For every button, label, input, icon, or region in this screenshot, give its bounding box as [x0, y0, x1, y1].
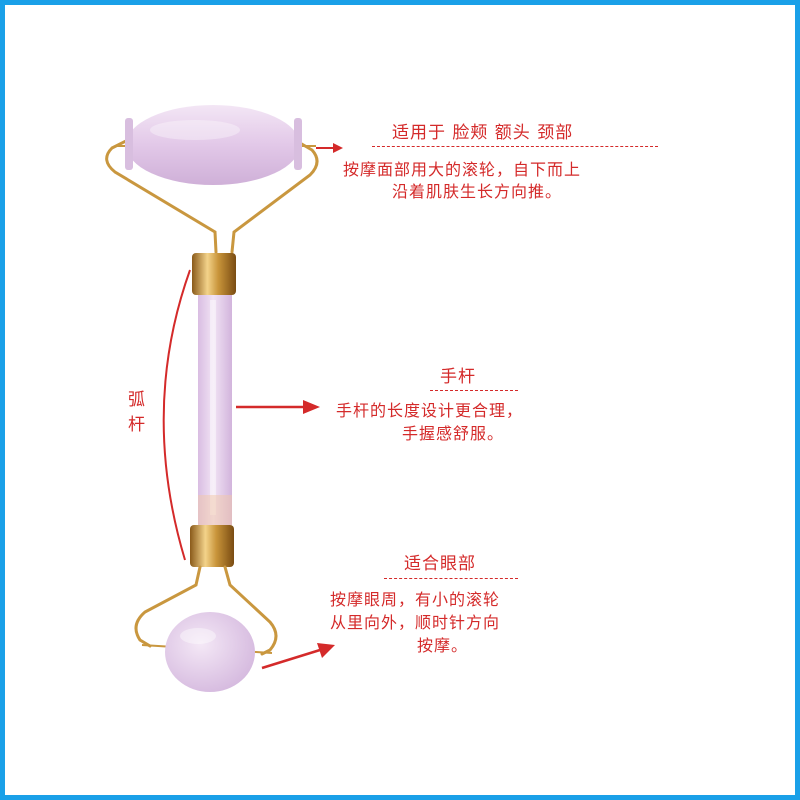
arrow-middle: [236, 400, 320, 414]
large-roller-cap-left: [125, 118, 133, 170]
arrow-bottom: [261, 643, 335, 670]
top-wire-frame: [105, 138, 319, 254]
bottom-line-3: 按摩。: [417, 636, 469, 655]
large-roller-cap-right: [294, 118, 302, 170]
handle-highlight: [210, 300, 216, 515]
small-roller-shine: [180, 628, 216, 644]
arc-line: [162, 269, 191, 561]
arc-label-2: 杆: [128, 415, 146, 435]
arrow-top: [316, 143, 343, 153]
top-divider: [372, 146, 658, 147]
middle-line-2: 手握感舒服。: [402, 424, 505, 443]
bottom-line-2: 从里向外，顺时针方向: [330, 613, 501, 632]
top-line-2: 沿着肌肤生长方向推。: [392, 182, 563, 201]
top-heading: 适用于 脸颊 额头 颈部: [392, 123, 574, 143]
bottom-divider: [384, 578, 518, 579]
large-roller-body: [126, 105, 300, 185]
bottom-line-1: 按摩眼周，有小的滚轮: [330, 590, 501, 609]
large-roller-shine: [150, 120, 240, 140]
handle-tint: [198, 495, 232, 525]
middle-heading: 手杆: [440, 367, 476, 387]
middle-divider: [430, 390, 518, 391]
small-roller: [165, 612, 255, 692]
bottom-heading: 适合眼部: [404, 554, 476, 574]
handle: [198, 295, 232, 525]
top-gold-collar: [192, 253, 236, 295]
middle-line-1: 手杆的长度设计更合理，: [336, 401, 524, 420]
arc-label-1: 弧: [128, 390, 146, 410]
bottom-wire-frame: [134, 565, 278, 656]
bottom-gold-collar: [190, 525, 234, 567]
top-line-1: 按摩面部用大的滚轮，自下而上: [343, 160, 582, 179]
